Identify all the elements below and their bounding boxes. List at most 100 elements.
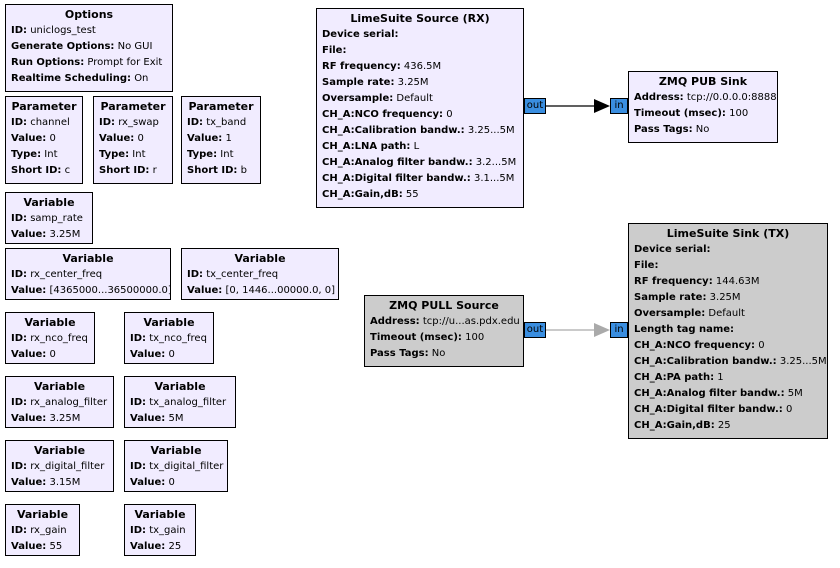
block-param-row: Value: 25 (130, 539, 190, 555)
limesuite-sink-tx-block[interactable]: LimeSuite Sink (TX)Device serial: File: … (628, 223, 828, 439)
param-key: File: (322, 45, 347, 56)
block-param-row: Short ID: c (11, 163, 77, 179)
block-param-row: CH_A:Digital filter bandw.: 0 (634, 402, 822, 418)
block-title: LimeSuite Sink (TX) (666, 227, 790, 240)
param-key: CH_A:Gain,dB: (634, 420, 715, 431)
param-value: 3.25M (49, 229, 81, 240)
param-key: Value: (11, 541, 47, 552)
sink-in-port[interactable]: in (610, 322, 628, 338)
param-key: Oversample: (322, 93, 394, 104)
param-value: 0 (758, 340, 765, 351)
block-param-row: CH_A:Calibration bandw.: 3.25...5M (634, 354, 827, 370)
block-title: Variable (16, 508, 69, 521)
param-key: Oversample: (634, 308, 706, 319)
param-key: Timeout (msec): (370, 332, 462, 343)
block-title: Variable (33, 380, 86, 393)
param-key: Short ID: (187, 165, 238, 176)
block-title: ZMQ PULL Source (389, 299, 499, 312)
block-param-row: Value: [4365000...36500000.0] (11, 283, 170, 299)
param-key: Address: (634, 92, 684, 103)
param-value: 3.25...5M (779, 356, 827, 367)
param-value: 436.5M (403, 61, 442, 72)
block-param-row: Value: 0 (11, 131, 77, 147)
param-value: 25 (717, 420, 731, 431)
param-value: 100 (465, 332, 485, 343)
block-param-row: CH_A:Analog filter bandw.: 3.2...5M (322, 155, 518, 171)
block-title: Parameter (188, 100, 254, 113)
block-param-row: Address: tcp://0.0.0.0:8888 (634, 90, 777, 106)
block-param-row: CH_A:NCO frequency: 0 (634, 338, 822, 354)
param-key: ID: (130, 397, 147, 408)
param-key: Type: (99, 149, 130, 160)
param-key: Value: (11, 285, 47, 296)
block-title: Variable (234, 252, 286, 265)
block-param-row: CH_A:Gain,dB: 55 (322, 187, 518, 203)
param-value: tcp://u...as.pdx.edu (422, 316, 520, 327)
param-key: Pass Tags: (370, 348, 429, 359)
pull-source-out-port[interactable]: out (524, 322, 546, 338)
block-param-row: Generate Options: No GUI (11, 39, 167, 55)
param-key: Device serial: (634, 244, 711, 255)
limesuite-source-rx-block[interactable]: LimeSuite Source (RX)Device serial: File… (316, 8, 524, 208)
param-key: Generate Options: (11, 41, 115, 52)
param-key: Value: (11, 229, 47, 240)
block-param-row: Pass Tags: No (634, 122, 772, 138)
param-key: ID: (11, 397, 28, 408)
param-value: 55 (405, 189, 419, 200)
block-param-row: CH_A:LNA path: L (322, 139, 518, 155)
block-title: Variable (33, 444, 86, 457)
param-value: 5M (168, 413, 184, 424)
param-value: samp_rate (30, 213, 83, 224)
block-title: Parameter (100, 100, 166, 113)
param-value: rx_swap (118, 117, 159, 128)
block-param-row: Pass Tags: No (370, 346, 518, 362)
param-key: ID: (187, 269, 204, 280)
param-value: rx_nco_freq (30, 333, 88, 344)
block-param-row: Value: 55 (11, 539, 74, 555)
param-value: b (240, 165, 247, 176)
param-value: 0 (785, 404, 793, 415)
param-key: ID: (11, 525, 28, 536)
block-title: Variable (150, 444, 202, 457)
param-value: Default (396, 93, 433, 104)
pub-sink-in-port[interactable]: in (610, 98, 628, 114)
block-param-row: Length tag name: (634, 322, 822, 338)
block-param-row: ID: tx_analog_filter (130, 395, 230, 411)
block-param-row: Sample rate: 3.25M (634, 290, 822, 306)
param-value: L (413, 141, 420, 152)
source-out-port[interactable]: out (524, 98, 546, 114)
param-key: ID: (11, 269, 28, 280)
param-key: File: (634, 260, 659, 271)
param-key: Value: (11, 413, 47, 424)
block-param-row: ID: rx_gain (11, 523, 74, 539)
block-param-row: Value: 1 (187, 131, 255, 147)
block-param-row: Address: tcp://u...as.pdx.edu (370, 314, 520, 330)
param-value: c (64, 165, 71, 176)
param-key: Value: (130, 541, 166, 552)
block-param-row: Timeout (msec): 100 (634, 106, 772, 122)
param-value: tcp://0.0.0.0:8888 (686, 92, 777, 103)
param-key: Value: (11, 133, 47, 144)
param-value: 0 (168, 349, 175, 360)
param-value: No GUI (117, 41, 153, 52)
param-value: No (695, 124, 710, 135)
param-value: On (134, 73, 149, 84)
